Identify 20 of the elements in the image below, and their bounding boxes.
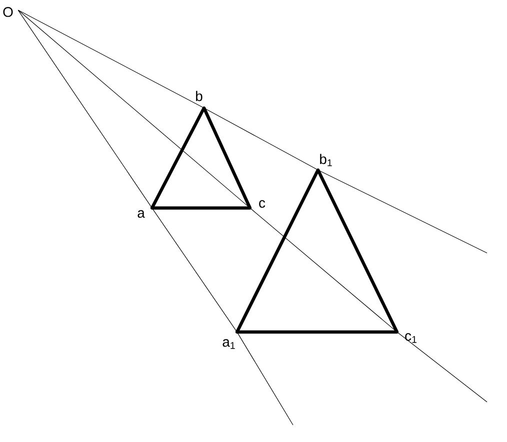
triangle-side xyxy=(202,106,252,210)
ray-line xyxy=(204,108,318,170)
point-label: a xyxy=(138,210,145,218)
triangle-side xyxy=(236,168,320,334)
point-label: c$_{1}$ xyxy=(405,333,416,343)
point-label: b xyxy=(196,90,202,102)
point-label: c xyxy=(259,200,266,208)
ray-line xyxy=(318,170,488,254)
ray-line xyxy=(18,10,152,208)
triangle-side xyxy=(236,330,398,334)
triangle-side xyxy=(150,206,252,210)
point-label: O xyxy=(3,7,13,17)
ray-line xyxy=(18,10,204,108)
point-label: b$_{1}$ xyxy=(320,154,332,166)
ray-line xyxy=(396,332,488,402)
point-label: a$_{1}$ xyxy=(222,339,235,349)
triangle-side xyxy=(316,168,398,334)
triangle-side xyxy=(150,106,206,210)
ray-line xyxy=(236,332,294,426)
ray-line xyxy=(152,208,238,332)
